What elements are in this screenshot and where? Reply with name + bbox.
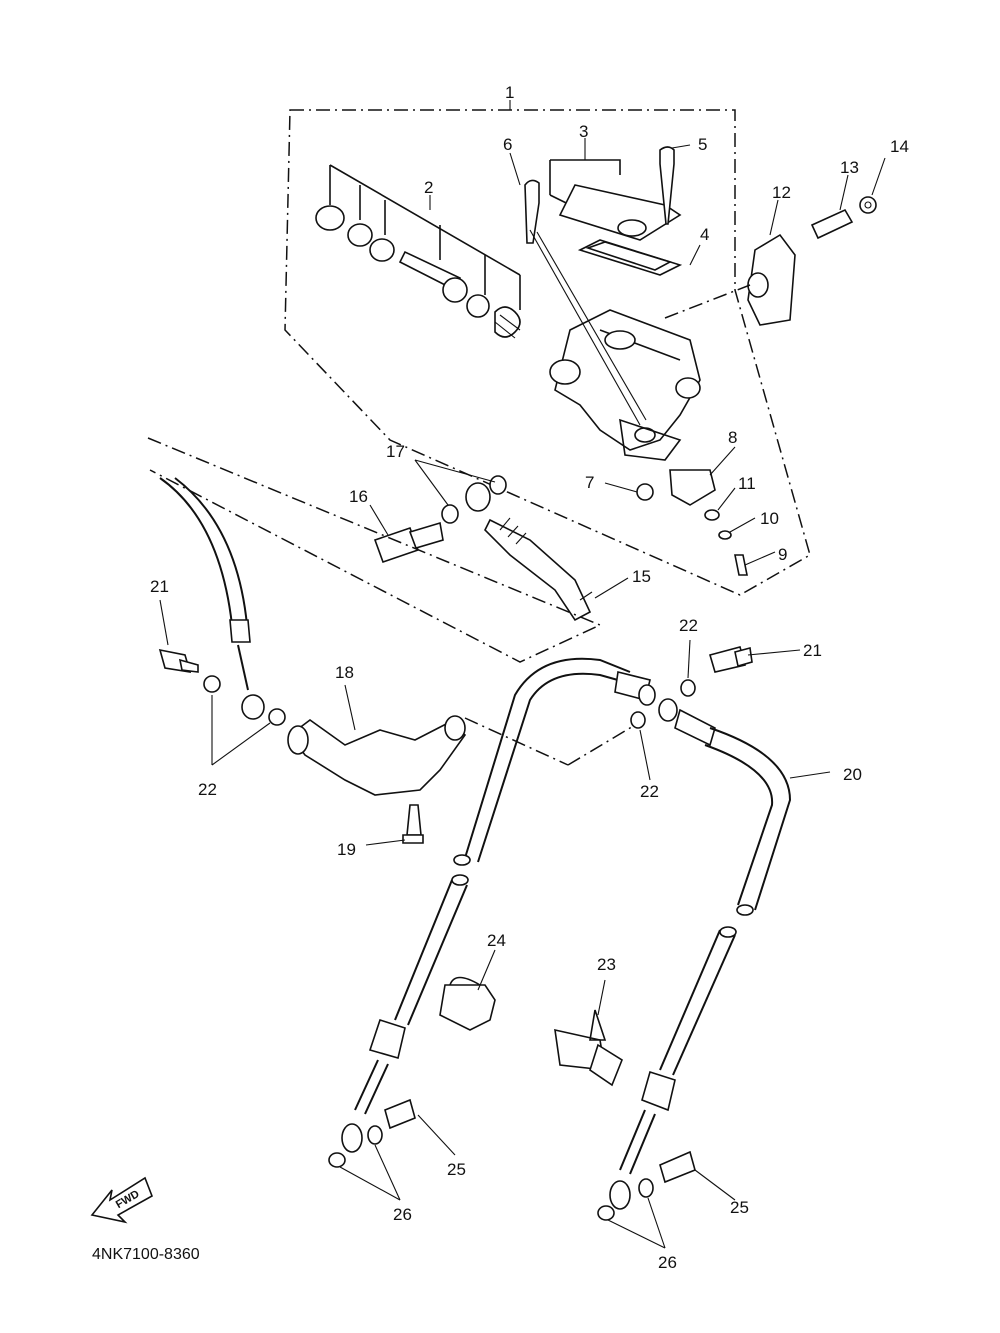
union-bolt-hose — [373, 475, 593, 622]
left-hose-upper — [158, 477, 286, 726]
part-label-22-top: 22 — [679, 616, 698, 635]
brake-switch — [636, 469, 748, 576]
part-label-12: 12 — [772, 183, 791, 202]
hose-clamps — [439, 976, 623, 1087]
part-label-10: 10 — [760, 509, 779, 528]
part-label-24: 24 — [487, 931, 506, 950]
part-label-18: 18 — [335, 663, 354, 682]
part-label-6: 6 — [503, 135, 512, 154]
part-label-9: 9 — [778, 545, 787, 564]
part-label-5: 5 — [698, 135, 707, 154]
diagram-code: 4NK7100-8360 — [92, 1246, 200, 1263]
master-cylinder-body — [524, 179, 701, 461]
lower-right-hose — [597, 926, 737, 1221]
part-label-25-right: 25 — [730, 1198, 749, 1217]
part-label-4: 4 — [700, 225, 709, 244]
part-label-8: 8 — [728, 428, 737, 447]
part-label-23: 23 — [597, 955, 616, 974]
part-label-21-right: 21 — [803, 641, 822, 660]
part-label-17: 17 — [386, 442, 405, 461]
assembly-boundary — [284, 109, 811, 596]
part-label-19: 19 — [337, 840, 356, 859]
part-label-20: 20 — [843, 765, 862, 784]
part-label-2: 2 — [424, 178, 433, 197]
part-label-13: 13 — [840, 158, 859, 177]
hose-joint — [287, 715, 641, 844]
part-label-1: 1 — [505, 83, 514, 102]
part-label-22-mid: 22 — [640, 782, 659, 801]
brake-pipe — [453, 646, 792, 916]
part-label-16: 16 — [349, 487, 368, 506]
part-label-15: 15 — [632, 567, 651, 586]
part-labels: 1 2 3 4 5 6 7 8 9 10 11 12 13 14 15 16 1… — [150, 83, 909, 1272]
part-label-7: 7 — [585, 473, 594, 492]
part-label-25-left: 25 — [447, 1160, 466, 1179]
part-label-26-right: 26 — [658, 1253, 677, 1272]
reservoir-cap — [549, 146, 683, 276]
part-label-3: 3 — [579, 122, 588, 141]
part-label-11: 11 — [738, 474, 756, 493]
part-label-22-left: 22 — [198, 780, 217, 799]
lower-left-hose — [328, 874, 469, 1168]
leader-lines — [159, 138, 886, 1249]
piston-kit — [315, 164, 521, 339]
part-label-21-left: 21 — [150, 577, 169, 596]
holder-bolt — [664, 196, 877, 326]
fwd-arrow-icon: FWD — [90, 1176, 153, 1224]
part-label-26-left: 26 — [393, 1205, 412, 1224]
part-label-14: 14 — [890, 137, 909, 156]
